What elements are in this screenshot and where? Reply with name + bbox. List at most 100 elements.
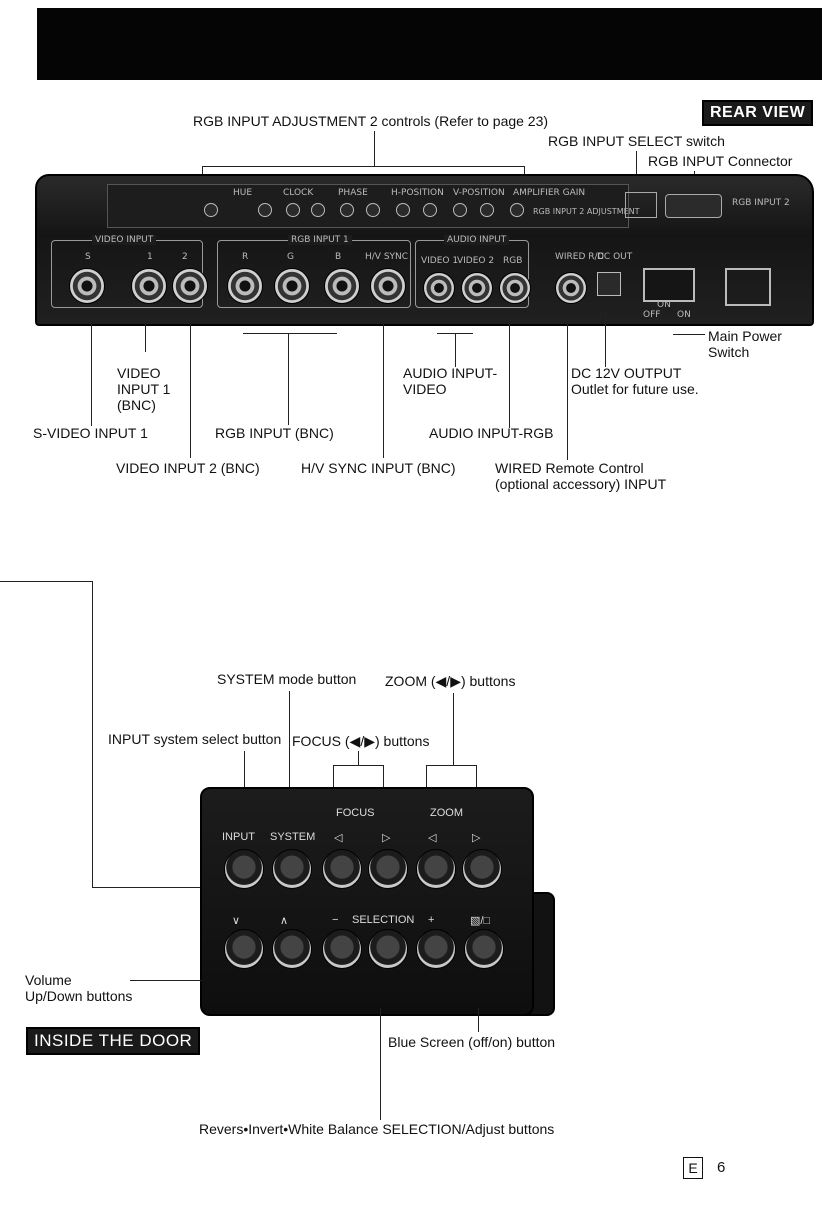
leader-line [145,322,146,352]
adjust-knob[interactable] [311,203,325,217]
bracket-line [333,765,383,766]
system-mode-button[interactable] [272,849,312,889]
callout-dc-output: DC 12V OUTPUT Outlet for future use. [571,365,699,397]
leader-line [289,691,290,835]
focus-right-button[interactable] [368,849,408,889]
zoom-right-icon: ▷ [472,832,481,844]
rgb-r-jack[interactable] [227,268,263,304]
rgb-b-jack[interactable] [324,268,360,304]
jack-label: 2 [182,252,188,262]
plus-label: + [428,914,435,926]
bracket-line [476,765,477,793]
blue-screen-icon: ▧/□ [470,915,491,927]
zoom-right-button[interactable] [462,849,502,889]
callout-audio-rgb: AUDIO INPUT-RGB [429,425,554,441]
system-label: SYSTEM [270,831,316,843]
focus-left-button[interactable] [322,849,362,889]
video-input-2-jack[interactable] [172,268,208,304]
callout-rgb-select: RGB INPUT SELECT switch [548,133,725,149]
leader-line [455,333,456,367]
main-power-switch[interactable] [643,268,695,302]
selection-button[interactable] [368,929,408,969]
volume-up-button[interactable] [272,929,312,969]
jack-label: H/V SYNC [365,252,409,262]
audio-rgb-jack[interactable] [499,272,531,304]
leader-line [509,322,510,428]
bracket-line [243,333,337,334]
video-input-1-jack[interactable] [131,268,167,304]
zoom-left-button[interactable] [416,849,456,889]
callout-rgb-bnc: RGB INPUT (BNC) [215,425,334,441]
input-select-button[interactable] [224,849,264,889]
selection-plus-button[interactable] [416,929,456,969]
adjust-label: V-POSITION [453,188,505,198]
leader-line [91,322,92,426]
audio-input-label: AUDIO INPUT [444,235,510,245]
leader-line [130,980,202,981]
hv-sync-jack[interactable] [370,268,406,304]
leader-line [636,151,637,191]
adjust-knob[interactable] [286,203,300,217]
callout-focus: FOCUS (◀/▶) buttons [292,733,430,749]
callout-rgb-connector: RGB INPUT Connector [648,153,793,169]
frame-line [92,581,93,887]
jack-label: RGB [503,256,523,266]
rgb-g-jack[interactable] [274,268,310,304]
rgb-input-2-label: RGB INPUT 2 [732,198,790,208]
leader-line [380,1008,381,1120]
audio-video1-jack[interactable] [423,272,455,304]
jack-label: VIDEO 2 [457,256,495,266]
adjust-knob[interactable] [204,203,218,217]
minus-label: − [332,914,339,926]
leader-line [288,333,289,425]
audio-video2-jack[interactable] [461,272,493,304]
jack-label: R [242,252,249,262]
adjust-knob[interactable] [340,203,354,217]
adjust-knob[interactable] [423,203,437,217]
jack-label: S [85,252,91,262]
leader-line [453,693,454,765]
callout-selection: Revers•Invert•White Balance SELECTION/Ad… [199,1121,555,1137]
leader-line [383,322,384,458]
adjustment-strip: HUE CLOCK PHASE H-POSITION V-POSITION AM… [107,184,640,228]
bracket-line [426,765,427,793]
callout-volume: Volume Up/Down buttons [25,972,133,1004]
adjust-knob[interactable] [480,203,494,217]
jack-label: VIDEO 1 [421,256,459,266]
callout-input-select: INPUT system select button [108,731,282,747]
control-panel: INPUT SYSTEM FOCUS ZOOM ◁ ▷ ◁ ▷ ∨ ∧ − SE… [200,787,534,1016]
power-inlet [725,268,771,306]
dc-12v-output[interactable] [597,272,621,296]
callout-blue-screen: Blue Screen (off/on) button [388,1034,556,1050]
adjust-knob[interactable] [366,203,380,217]
adjust-label: PHASE [338,188,368,198]
volume-down-icon: ∨ [232,915,241,927]
callout-audio-video: AUDIO INPUT- VIDEO [403,365,498,397]
rear-panel: HUE CLOCK PHASE H-POSITION V-POSITION AM… [35,174,814,326]
power-on-label: ON [677,310,691,320]
bracket-line [426,765,476,766]
focus-label: FOCUS [336,807,375,819]
bracket-line [333,765,334,793]
blue-screen-button[interactable] [464,929,504,969]
callout-video-input-1: VIDEO INPUT 1 (BNC) [117,365,171,413]
adjust-knob[interactable] [510,203,524,217]
selection-label: SELECTION [352,914,415,926]
callout-system-mode: SYSTEM mode button [217,671,357,687]
leader-line [478,1008,479,1032]
rgb-input-select-switch[interactable] [625,192,657,218]
adjust-label: RGB INPUT 2 ADJUSTMENT [533,207,640,216]
selection-minus-button[interactable] [322,929,362,969]
wired-remote-jack[interactable] [555,272,587,304]
adjust-label: CLOCK [283,188,314,198]
rgb-input-2-connector[interactable] [665,194,722,218]
adjust-knob[interactable] [453,203,467,217]
adjust-knob[interactable] [396,203,410,217]
s-video-input-1-jack[interactable] [69,268,105,304]
adjust-knob[interactable] [258,203,272,217]
leader-line [567,322,568,460]
wired-remote-label: WIRED R/C [555,252,604,262]
zoom-label: ZOOM [430,807,463,819]
bracket-line [383,765,384,793]
volume-down-button[interactable] [224,929,264,969]
